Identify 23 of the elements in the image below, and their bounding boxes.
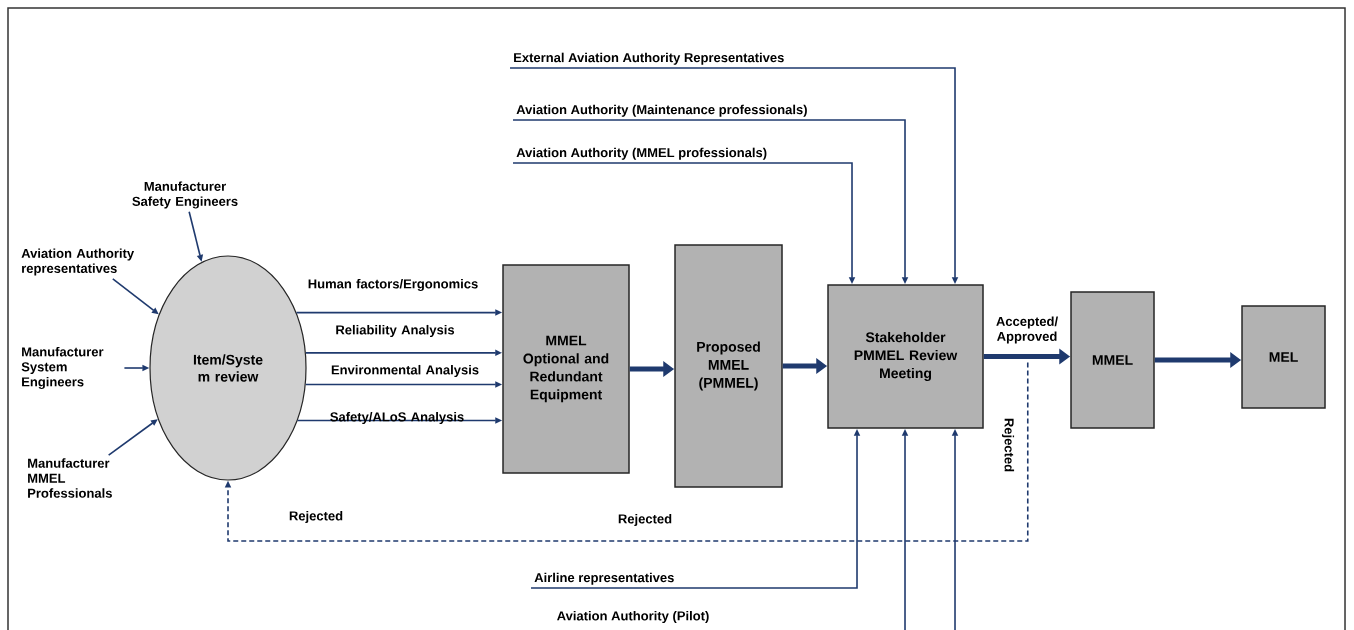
stakeholder-label: Airline representatives (534, 572, 674, 585)
stakeholder-label: Manufacturer System Engineers (21, 346, 104, 390)
text-label: Rejected (289, 510, 343, 524)
process-box: MMEL (1070, 291, 1155, 429)
edge-label: Human factors/Ergonomics (308, 278, 478, 292)
stakeholder-label: Manufacturer MMEL Professionals (28, 458, 112, 498)
process-box: MEL (1241, 305, 1326, 409)
stakeholder-label: Aviation Authority (Maintenance professionals) (516, 104, 807, 117)
dashed-arrow (224, 361, 1029, 542)
edge-label: Environmental Analysis (331, 364, 479, 378)
edge-label: Accepted/ Approved (996, 316, 1058, 344)
process-box: MMEL Optional and Redundant Equipment (502, 264, 630, 474)
text-label: Aviation Authority (Pilot) (557, 610, 709, 624)
stakeholder-label: External Aviation Authority Representatives (514, 52, 784, 65)
process-box: Proposed MMEL (PMMEL) (674, 244, 783, 488)
stakeholder-label: Aviation Authority (MMEL professionals) (516, 147, 767, 160)
process-box: Stakeholder PMMEL Review Meeting (827, 284, 984, 429)
stakeholder-label: Manufacturer Safety Engineers (132, 181, 238, 209)
stakeholder-label: Aviation Authority representatives (21, 248, 135, 276)
arrow (107, 419, 158, 456)
edge-label: Reliability Analysis (336, 324, 455, 338)
edge-label: Rejected (618, 513, 672, 527)
text-label: Rejected (1001, 418, 1015, 472)
